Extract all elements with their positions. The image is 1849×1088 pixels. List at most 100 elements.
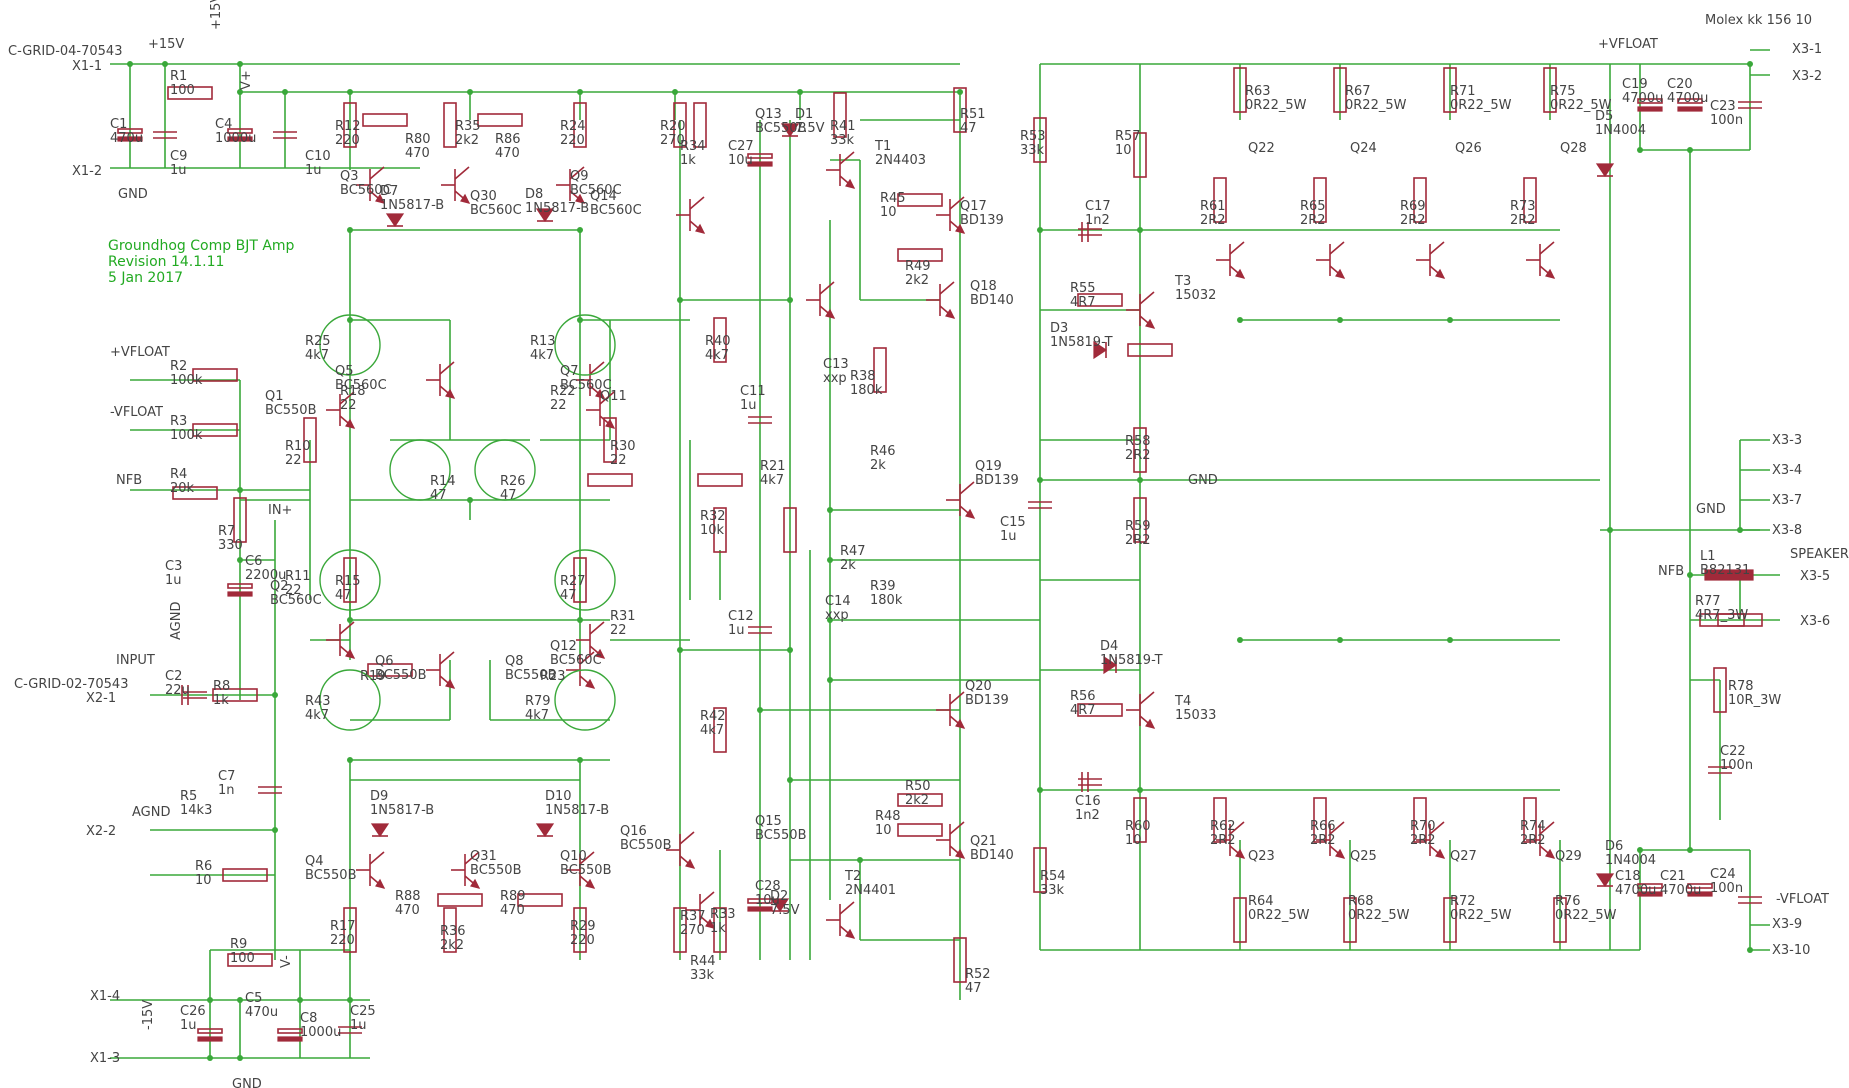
- transistor-symbol-25: [1216, 821, 1246, 859]
- part-ref-c18: C18: [1615, 869, 1641, 884]
- junction-dot-26: [787, 297, 793, 303]
- part-value-r32: 10k: [700, 523, 725, 538]
- part-ref-r78: R78: [1728, 679, 1754, 694]
- part-value-r50: 2k2: [905, 793, 929, 808]
- transistor-symbol-11: [806, 281, 836, 319]
- part-value-d9: 1N5817-B: [370, 803, 434, 818]
- part-value-r20: 270: [660, 133, 685, 148]
- part-value-r22: 22: [550, 398, 567, 413]
- net-gnd-top: GND: [118, 187, 148, 202]
- thermal-ring-3: [389, 439, 451, 501]
- part-value-l1: B82131: [1700, 563, 1750, 578]
- part-value-q14: BC560C: [590, 203, 642, 218]
- resistor-symbol-v14: [1213, 177, 1227, 223]
- part-value-r65: 2R2: [1300, 213, 1326, 228]
- resistor-symbol-v12: [1443, 67, 1457, 113]
- electrolytic-capacitor-symbol-3: [747, 153, 773, 167]
- part-ref-r75: R75: [1550, 84, 1576, 99]
- junction-dot-62: [207, 1055, 213, 1061]
- transistor-symbol-13: [326, 391, 356, 429]
- resistor-symbol-v23: [713, 507, 727, 553]
- junction-dot-29: [827, 617, 833, 623]
- junction-dot-32: [857, 857, 863, 863]
- resistor-symbol-v37: [1213, 797, 1227, 843]
- transistor-symbol-31: [666, 831, 696, 869]
- part-ref-r86: R86: [495, 132, 521, 147]
- wire-layer: [110, 49, 1780, 1061]
- resistor-symbol-h23: [227, 953, 273, 967]
- part-ref-r33: R33: [710, 907, 736, 922]
- diode-symbol-7: [370, 823, 390, 838]
- part-value-d4: 1N5819-T: [1100, 653, 1163, 668]
- transistor-symbol-16: [576, 361, 606, 399]
- part-value-r44: 33k: [690, 968, 715, 983]
- part-ref-d6: D6: [1605, 839, 1623, 854]
- part-value-r34: 1k: [680, 153, 696, 168]
- resistor-symbol-v5: [693, 102, 707, 148]
- transistor-symbol-32: [686, 891, 716, 929]
- thermal-ring-7: [319, 669, 381, 731]
- resistor-symbol-v7: [953, 87, 967, 133]
- part-ref-c5: C5: [245, 991, 262, 1006]
- part-value-q4: BC550B: [305, 868, 357, 883]
- resistor-symbol-v20: [343, 557, 357, 603]
- part-ref-r18: R18: [340, 384, 366, 399]
- connector-pin-x3-2: X3-2: [1792, 69, 1822, 84]
- net-speaker: SPEAKER: [1790, 547, 1849, 562]
- part-ref-r2: R2: [170, 359, 187, 374]
- part-value-r51: 47: [960, 121, 977, 136]
- junction-dot-12: [347, 227, 353, 233]
- part-value-r58: 2R2: [1125, 448, 1151, 463]
- net-in-plus: IN+: [268, 503, 292, 518]
- part-ref-q22: Q22: [1248, 141, 1275, 156]
- part-value-r42: 4k7: [700, 723, 724, 738]
- part-value-r48: 10: [875, 823, 892, 838]
- part-value-q2: BC560C: [270, 593, 322, 608]
- part-value-d3: 1N5819-T: [1050, 335, 1113, 350]
- part-ref-r59: R59: [1125, 519, 1151, 534]
- part-ref-r60: R60: [1125, 819, 1151, 834]
- part-value-d7: 1N5817-B: [380, 198, 444, 213]
- resistor-symbol-v44: [1553, 897, 1567, 943]
- part-ref-c24: C24: [1710, 867, 1736, 882]
- part-value-q5: BC560C: [335, 378, 387, 393]
- resistor-symbol-v43: [1443, 897, 1457, 943]
- resistor-symbol-v3: [573, 102, 587, 148]
- part-ref-c17: C17: [1085, 199, 1111, 214]
- part-ref-r45: R45: [880, 191, 906, 206]
- junction-dot-28: [827, 557, 833, 563]
- part-ref-q29: Q29: [1555, 849, 1582, 864]
- part-ref-r74: R74: [1520, 819, 1546, 834]
- part-ref-q17: Q17: [960, 199, 987, 214]
- part-ref-t1: T1: [874, 139, 891, 154]
- resistor-symbol-v11: [1333, 67, 1347, 113]
- part-value-r56: 4R7: [1070, 703, 1096, 718]
- part-ref-r80: R80: [405, 132, 431, 147]
- resistor-symbol-h9: [367, 663, 413, 677]
- transistor-symbol-15: [426, 361, 456, 399]
- resistor-symbol-v40: [1523, 797, 1537, 843]
- part-value-r27: 47: [560, 588, 577, 603]
- part-value-c9: 1u: [170, 163, 187, 178]
- part-ref-c16: C16: [1075, 794, 1101, 809]
- part-value-r40: 4k7: [705, 348, 729, 363]
- connector-pin-x3-3: X3-3: [1772, 433, 1802, 448]
- electrolytic-capacitor-symbol-2: [227, 128, 253, 142]
- resistor-symbol-v30: [573, 907, 587, 953]
- transistor-symbol-22: [936, 691, 966, 729]
- junction-dot-21: [237, 487, 243, 493]
- part-value-r79: 4k7: [525, 708, 549, 723]
- part-value-r1: 100: [170, 83, 195, 98]
- capacitor-symbol-7: [748, 416, 772, 424]
- part-ref-r70: R70: [1410, 819, 1436, 834]
- part-ref-d8: D8: [525, 187, 543, 202]
- part-ref-d2: D2: [770, 889, 788, 904]
- part-value-c27: 10u: [728, 153, 753, 168]
- electrolytic-capacitor-symbol-1: [117, 128, 143, 142]
- part-ref-r6: R6: [195, 859, 212, 874]
- part-ref-r43: R43: [305, 694, 331, 709]
- junction-dot-8: [577, 89, 583, 95]
- part-ref-r69: R69: [1400, 199, 1426, 214]
- resistor-symbol-v38: [1313, 797, 1327, 843]
- transistor-symbol-18: [426, 651, 456, 689]
